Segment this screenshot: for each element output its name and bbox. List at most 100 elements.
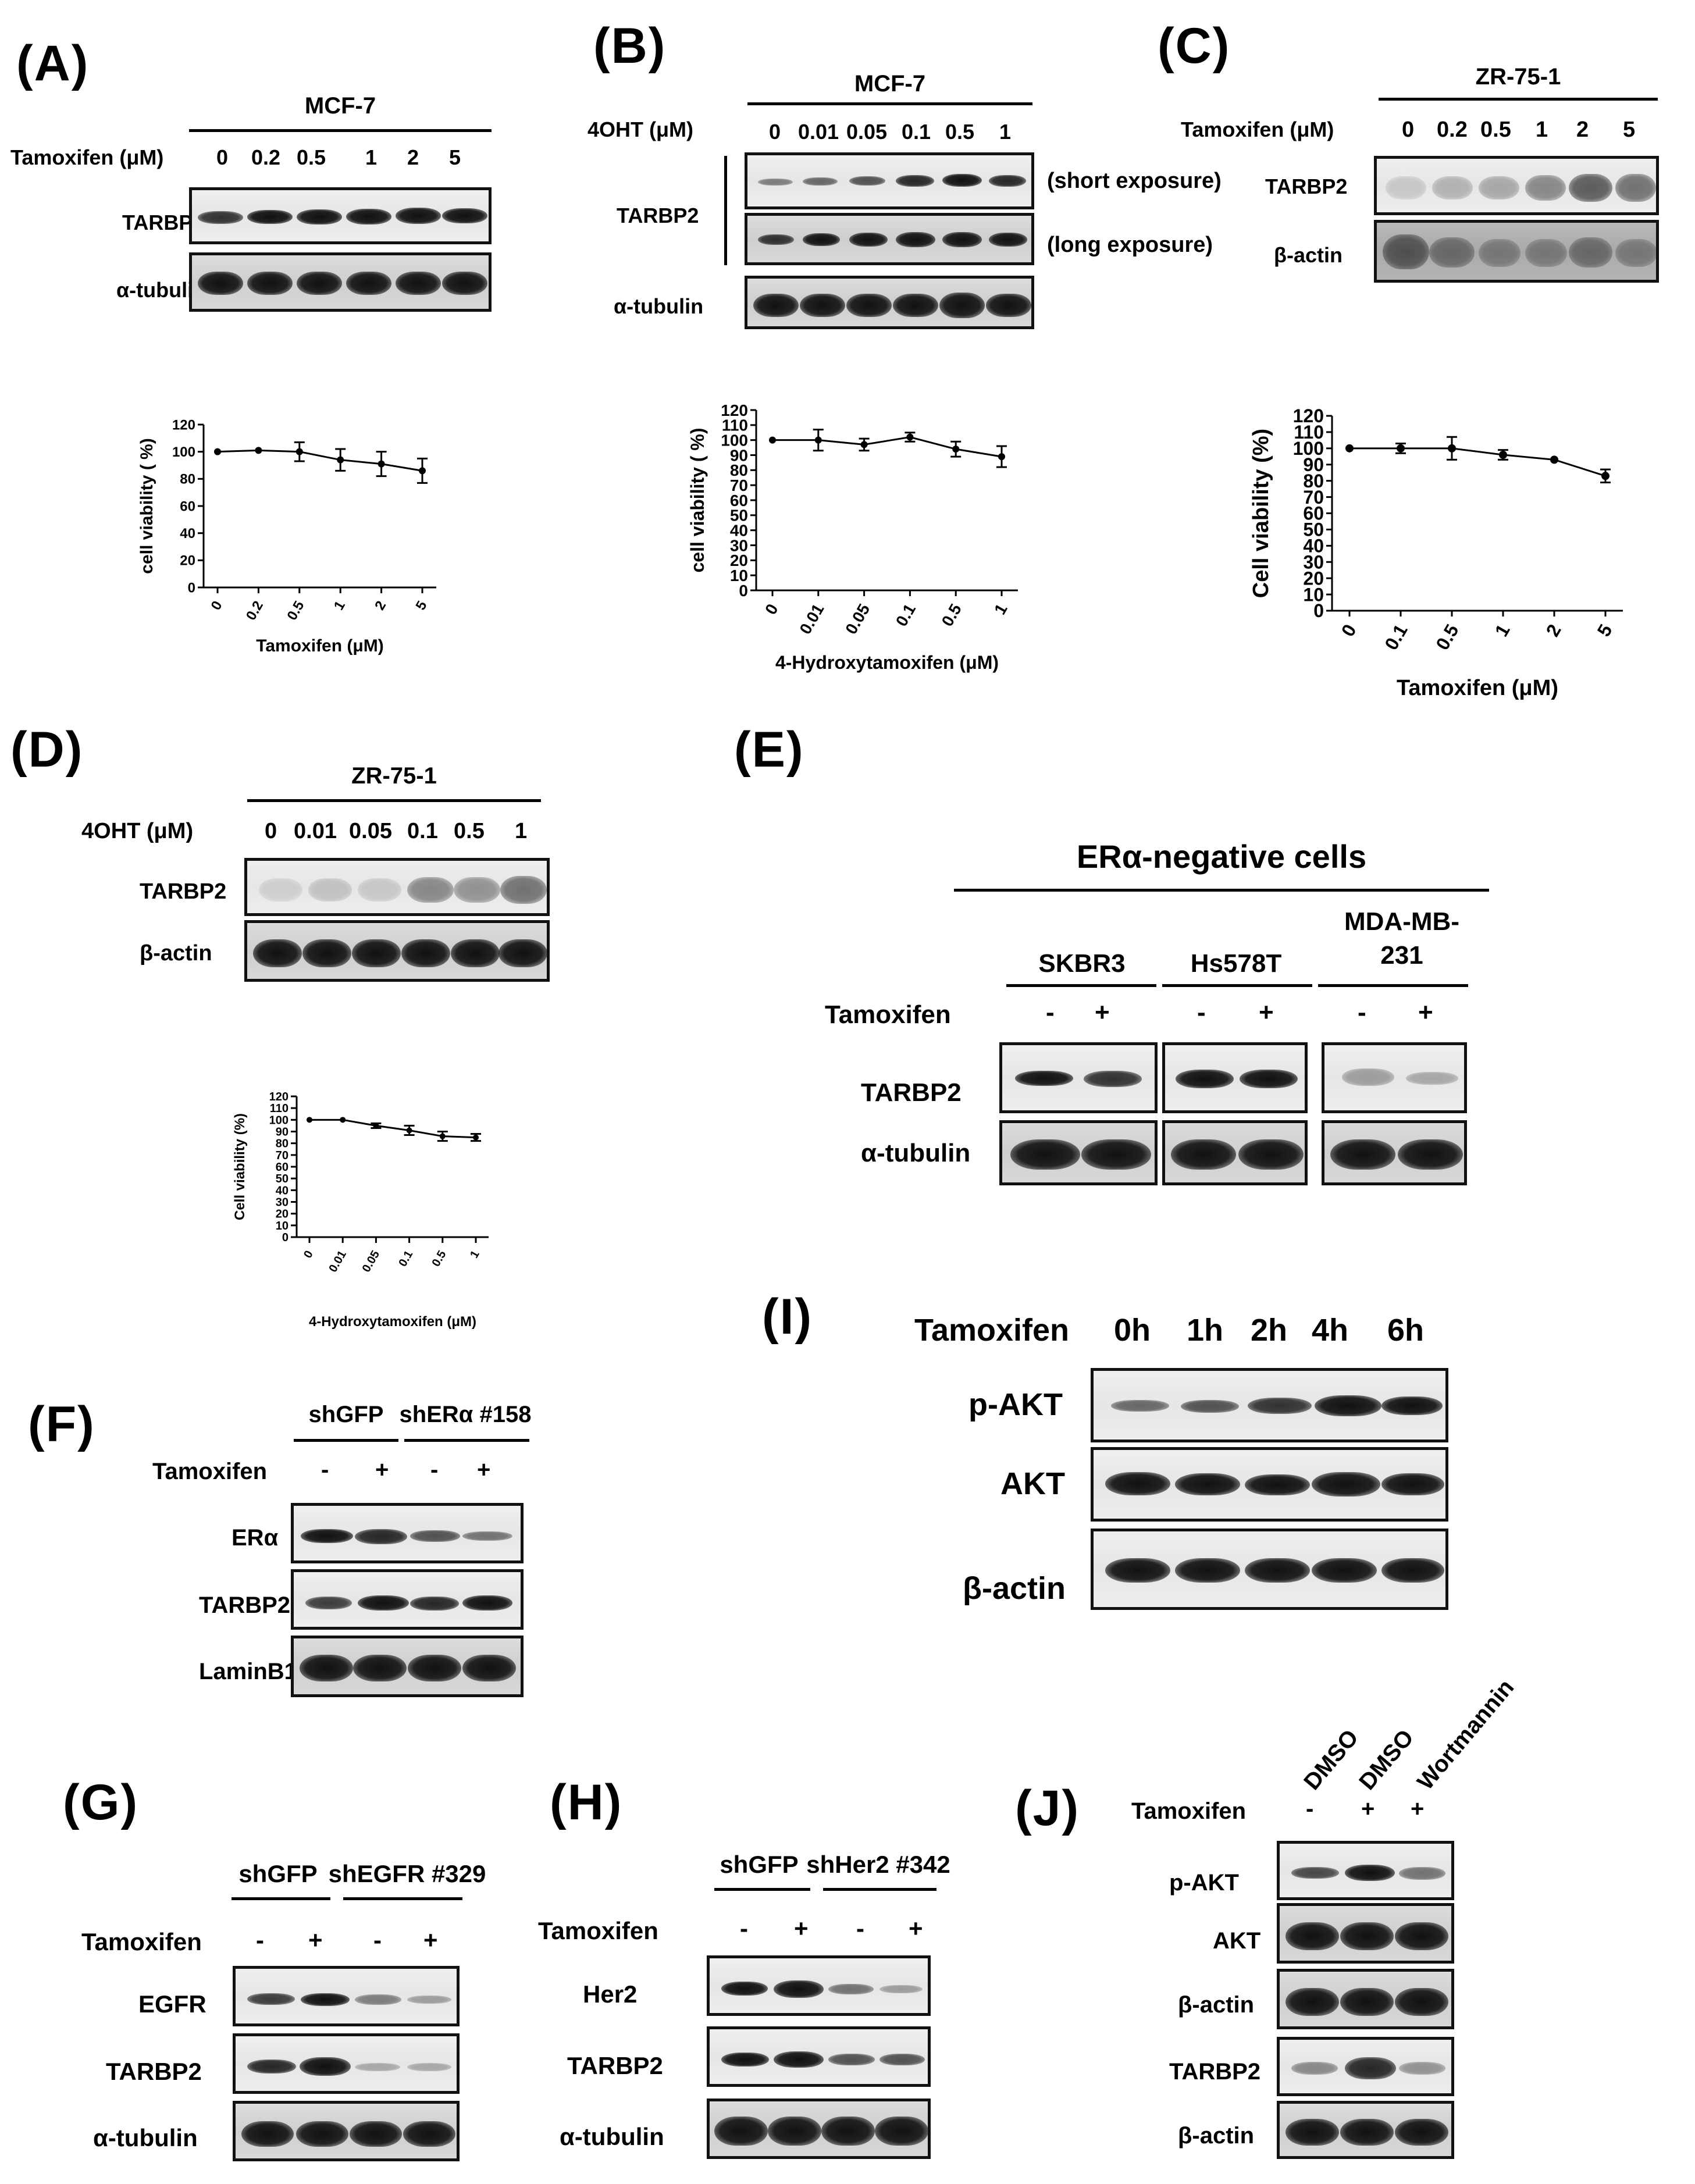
y-tick-label: 20 [180,553,195,569]
dose-label: 0.5 [1480,117,1511,142]
data-point [1499,451,1507,459]
data-point [860,441,868,448]
group-label: shERα #158 [399,1402,532,1427]
western-blot-strip [1277,1969,1454,2029]
y-tick-label: 20 [730,551,748,569]
data-point [255,447,262,454]
sign-label: + [375,1457,389,1483]
sign-label: - [1046,998,1055,1027]
panel-b-label: (B) [593,18,667,74]
dose-label: 0.05 [846,120,888,144]
panel-b-cell-line: MCF-7 [854,71,926,97]
y-tick-label: 100 [1293,438,1324,459]
group-rule [823,1888,936,1891]
panel-j-treatment: Tamoxifen [1131,1798,1247,1824]
western-blot-strip [291,1503,524,1563]
panel-e-treatment: Tamoxifen [825,1000,951,1029]
y-tick-label: 40 [276,1184,289,1197]
western-blot-strip [1374,156,1659,215]
x-tick-label: 0.05 [842,601,873,637]
western-blot-strip [745,276,1034,329]
panel-a-treatment: Tamoxifen (μM) [10,145,164,169]
x-tick-label: 0.5 [430,1249,449,1269]
dose-label: 0.5 [945,120,975,144]
data-point [473,1134,479,1141]
panel-g-label: (G) [63,1775,139,1830]
data-point [307,1117,312,1123]
time-label: 0h [1114,1313,1151,1348]
sign-label: - [740,1915,748,1942]
y-tick-label: 100 [721,431,748,449]
dose-label: 1 [999,120,1012,144]
y-tick-label: 120 [172,417,195,433]
group-label: shEGFR #329 [328,1860,486,1887]
y-tick-label: 100 [269,1114,289,1127]
sign-label: - [1306,1796,1314,1822]
dose-label: 0.01 [294,819,337,843]
panel-f-treatment: Tamoxifen [152,1459,268,1484]
y-tick-label: 60 [276,1161,289,1174]
x-tick-label: 0 [1337,621,1361,640]
dose-label: 5 [449,145,461,169]
blot-label: AKT [1213,1928,1261,1954]
dose-label: 2 [1576,117,1589,142]
exposure-label: (long exposure) [1047,233,1213,257]
dose-label: 0 [1402,117,1415,142]
x-axis-label: Tamoxifen (μM) [1397,676,1558,700]
western-blot-strip [1162,1042,1308,1113]
data-point [295,448,303,455]
y-tick-label: 70 [730,476,748,494]
x-axis-label: 4-Hydroxytamoxifen (μM) [775,652,999,673]
data-point [1601,472,1609,480]
data-point [419,467,426,475]
western-blot-strip [1091,1447,1448,1522]
dose-label: 1 [365,145,378,169]
dose-label: 0.01 [798,120,839,144]
sign-label: - [256,1926,264,1954]
cell-line-label: 231 [1380,941,1423,970]
group-rule [404,1439,529,1442]
western-blot-strip [233,1966,460,2026]
western-blot-strip [707,2026,931,2087]
sign-label: + [1361,1796,1375,1822]
blot-label: EGFR [138,1990,206,2018]
y-tick-label: 70 [1303,487,1324,508]
western-blot-strip [1277,2101,1454,2159]
sign-label: + [1418,998,1433,1027]
western-blot-strip [291,1636,524,1697]
panel-g-treatment: Tamoxifen [81,1928,202,1955]
data-point [340,1117,346,1123]
western-blot-strip [707,1955,931,2016]
blot-label: TARBP2 [861,1078,962,1107]
y-tick-label: 70 [276,1149,289,1162]
cell-line-label: Hs578T [1190,949,1282,978]
western-blot-strip [1162,1120,1308,1185]
x-tick-label: 1 [468,1249,482,1261]
blot-label: α-tubulin [560,2123,664,2150]
group-label: shGFP [720,1851,799,1878]
x-tick-label: 2 [372,598,389,613]
y-tick-label: 80 [1303,471,1324,491]
x-tick-label: 0.05 [360,1249,383,1275]
group-label: shGFP [238,1860,318,1887]
y-tick-label: 60 [180,498,195,514]
y-axis-label: Cell viability (%) [232,1113,248,1220]
panel-c-label: (C) [1158,18,1231,74]
dose-label: 0 [216,145,229,169]
western-blot-strip [1277,2037,1454,2096]
panel-h-treatment: Tamoxifen [538,1917,658,1944]
blot-label: α-tubulin [614,294,704,318]
data-point [1448,444,1456,453]
y-axis-label: cell viability ( %) [687,428,708,573]
panel-e-label: (E) [734,722,804,778]
blot-label: α-tubulin [861,1139,971,1167]
y-tick-label: 60 [730,491,748,510]
x-tick-label: 1 [991,601,1011,618]
blot-label: TARBP2 [567,2052,663,2079]
x-tick-label: 0 [301,1249,316,1261]
cell-line-label: MDA-MB- [1344,907,1459,936]
blot-label: TARBP2 [199,1592,291,1618]
data-point [1345,444,1354,453]
exposure-bracket [724,156,727,265]
